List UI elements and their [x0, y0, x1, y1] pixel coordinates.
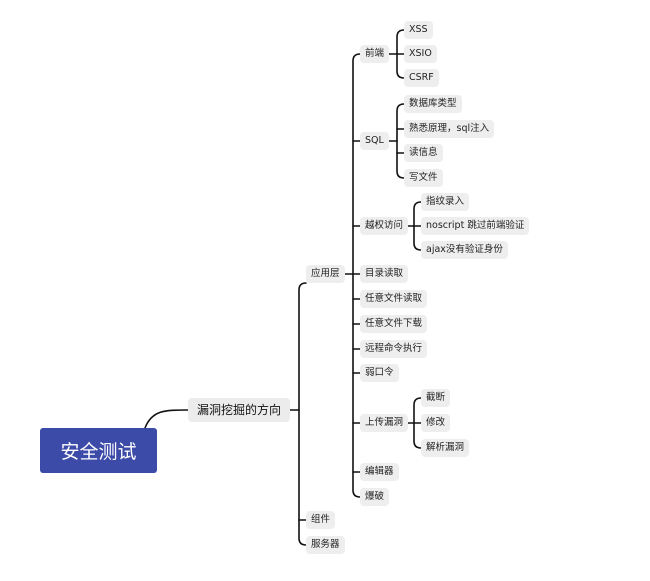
node-server: 服务器	[306, 536, 345, 554]
node-noscript-bypass: noscript 跳过前端验证	[421, 217, 530, 235]
node-ajax-no-auth: ajax没有验证身份	[421, 241, 508, 259]
node-truncate: 截断	[421, 389, 451, 407]
node-privilege-access: 越权访问	[360, 217, 409, 235]
node-bruteforce: 爆破	[360, 488, 390, 506]
node-directory-read: 目录读取	[360, 265, 409, 283]
node-xss: XSS	[404, 21, 433, 39]
node-xsio: XSIO	[404, 45, 437, 63]
node-weak-password: 弱口令	[360, 364, 399, 382]
node-app-layer: 应用层	[306, 265, 345, 283]
node-csrf: CSRF	[404, 69, 439, 87]
node-arbitrary-file-read: 任意文件读取	[360, 290, 428, 308]
node-parse-vuln: 解析漏洞	[421, 439, 470, 457]
main-topic-node: 漏洞挖掘的方向	[188, 398, 291, 422]
node-db-type: 数据库类型	[404, 95, 462, 113]
node-read-info: 读信息	[404, 144, 443, 162]
node-modify: 修改	[421, 414, 451, 432]
node-sql-injection-principle: 熟悉原理，sql注入	[404, 120, 495, 138]
node-editor: 编辑器	[360, 463, 399, 481]
node-fingerprint: 指纹录入	[421, 193, 470, 211]
node-frontend: 前端	[360, 45, 390, 63]
root-node: 安全测试	[40, 428, 157, 473]
node-sql: SQL	[360, 132, 389, 150]
node-component: 组件	[306, 511, 336, 529]
node-write-file: 写文件	[404, 169, 443, 187]
node-upload-vuln: 上传漏洞	[360, 414, 409, 432]
node-remote-command-exec: 远程命令执行	[360, 340, 428, 358]
node-arbitrary-file-download: 任意文件下载	[360, 315, 428, 333]
